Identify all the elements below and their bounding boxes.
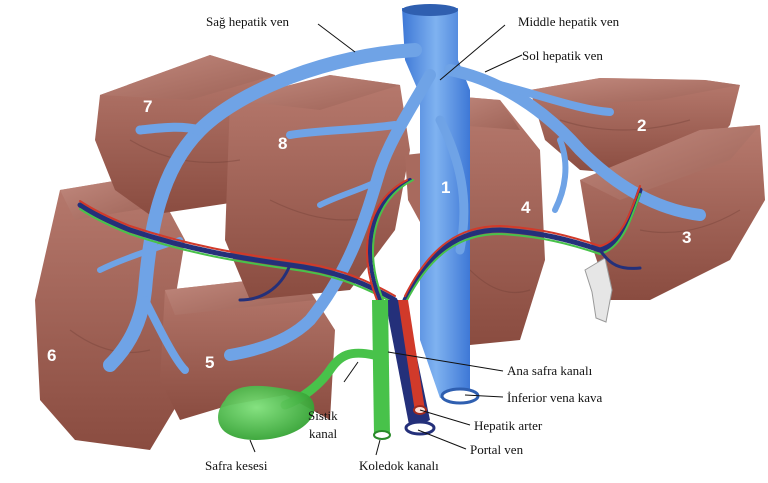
label-sag-hepatik-ven: Sağ hepatik ven xyxy=(206,14,290,29)
segment-number-2: 2 xyxy=(637,116,646,135)
segment-number-8: 8 xyxy=(278,134,287,153)
label-kanal: kanal xyxy=(309,426,338,441)
label-portal-ven: Portal ven xyxy=(470,442,524,457)
label-inferior-vena-kava: İnferior vena kava xyxy=(507,390,603,405)
label-middle-hepatik-ven: Middle hepatik ven xyxy=(518,14,620,29)
segment-number-4: 4 xyxy=(521,198,531,217)
label-safra-kesesi: Safra kesesi xyxy=(205,458,268,473)
segment-number-7: 7 xyxy=(143,97,152,116)
label-ana-safra-kanali: Ana safra kanalı xyxy=(507,363,593,378)
label-sistik: Sistik xyxy=(308,408,338,423)
gallbladder xyxy=(218,386,314,440)
segment-number-6: 6 xyxy=(47,346,56,365)
segment-number-5: 5 xyxy=(205,353,214,372)
segment-number-3: 3 xyxy=(682,228,691,247)
label-sol-hepatik-ven: Sol hepatik ven xyxy=(522,48,603,63)
common-bile-duct xyxy=(372,300,390,435)
label-hepatik-arter: Hepatik arter xyxy=(474,418,543,433)
segment-number-1: 1 xyxy=(441,178,450,197)
label-koledok-kanali: Koledok kanalı xyxy=(359,458,439,473)
